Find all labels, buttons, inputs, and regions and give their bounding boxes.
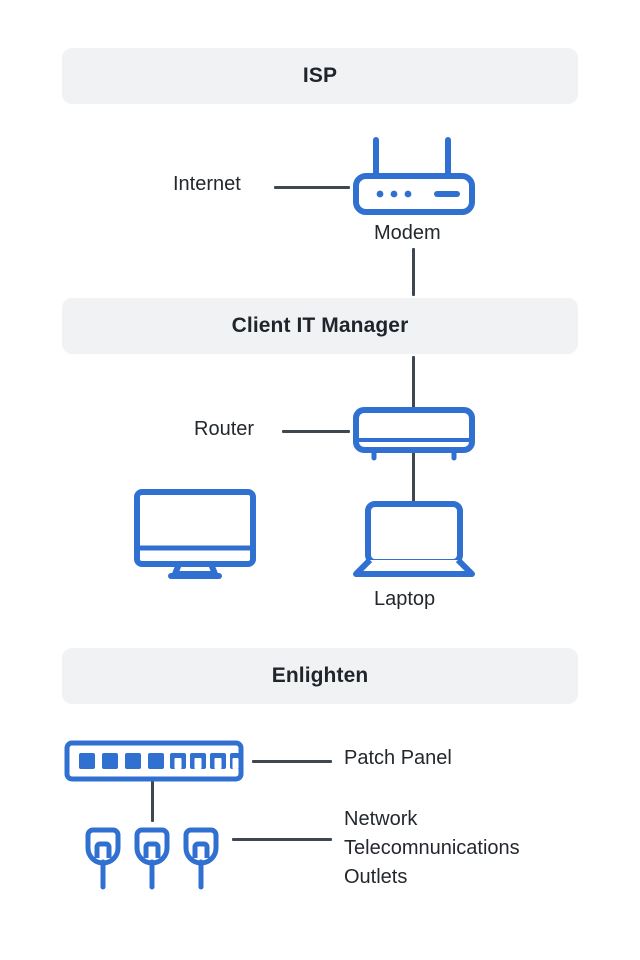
connector-client-band-to-router [412,356,415,408]
leader-line-router [282,430,350,433]
label-laptop: Laptop [374,588,436,610]
desktop-monitor-icon [133,488,257,585]
network-outlet-icon [131,824,173,895]
band-isp-label: ISP [302,64,338,87]
patch-panel-icon [64,740,244,787]
laptop-icon [352,500,476,585]
connector-router-to-laptop [412,450,415,502]
label-network-outlets-line-1: Network [344,808,418,830]
network-outlet-icon [180,824,222,895]
band-client-it-manager: Client IT Manager [62,298,578,354]
connector-patch-panel-to-outlet [151,780,154,822]
label-router: Router [194,418,255,440]
label-network-outlets-line-2: Telecomnunications [344,837,520,859]
leader-line-patch-panel [252,760,332,763]
label-modem: Modem [374,222,441,244]
leader-line-outlets [232,838,332,841]
network-outlet-icon [82,824,124,895]
label-internet: Internet [173,173,241,195]
label-network-outlets-line-3: Outlets [344,866,408,888]
band-enlighten-label: Enlighten [271,664,369,687]
router-icon [352,406,476,467]
label-patch-panel: Patch Panel [344,747,452,769]
connector-modem-to-client-band [412,248,415,296]
label-network-outlets: Network Telecomnunications Outlets [344,805,574,892]
leader-line-internet [274,186,350,189]
band-client-it-manager-label: Client IT Manager [231,314,409,337]
modem-icon [352,136,476,225]
band-enlighten: Enlighten [62,648,578,704]
band-isp: ISP [62,48,578,104]
